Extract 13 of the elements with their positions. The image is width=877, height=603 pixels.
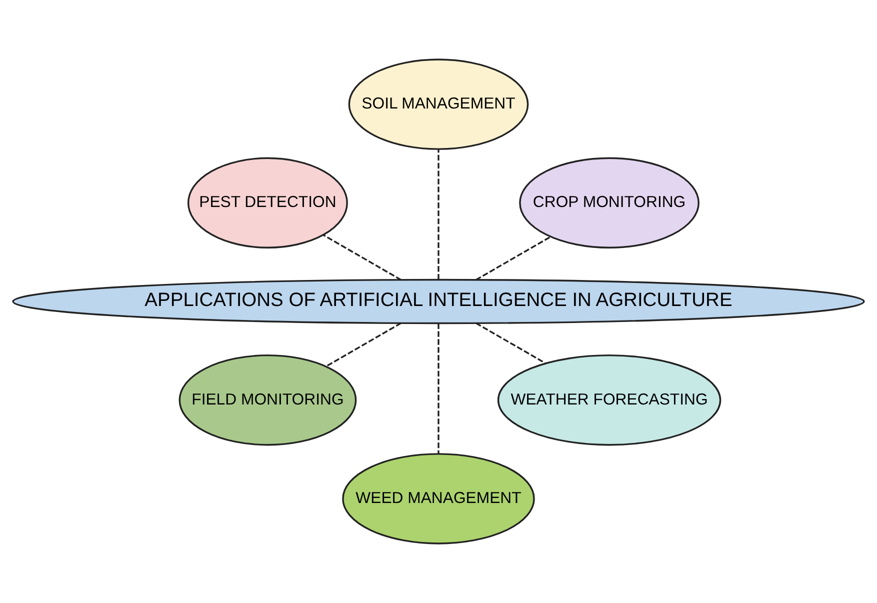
node-ellipse: WEATHER FORECASTING — [497, 354, 722, 446]
node-ellipse: PEST DETECTION — [187, 157, 348, 248]
connector — [476, 236, 551, 281]
connector — [476, 322, 546, 364]
connector — [438, 149, 440, 280]
connector — [438, 323, 440, 454]
node-ellipse: SOIL MANAGEMENT — [348, 58, 529, 150]
node-ellipse: WEED MANAGEMENT — [342, 453, 535, 544]
connector — [326, 322, 402, 368]
node-ellipse: APPLICATIONS OF ARTIFICIAL INTELLIGENCE IN AGRICULTURE — [12, 278, 865, 324]
connector — [322, 234, 402, 281]
node-ellipse: CROP MONITORING — [519, 157, 700, 248]
node-ellipse: FIELD MONITORING — [178, 354, 357, 446]
